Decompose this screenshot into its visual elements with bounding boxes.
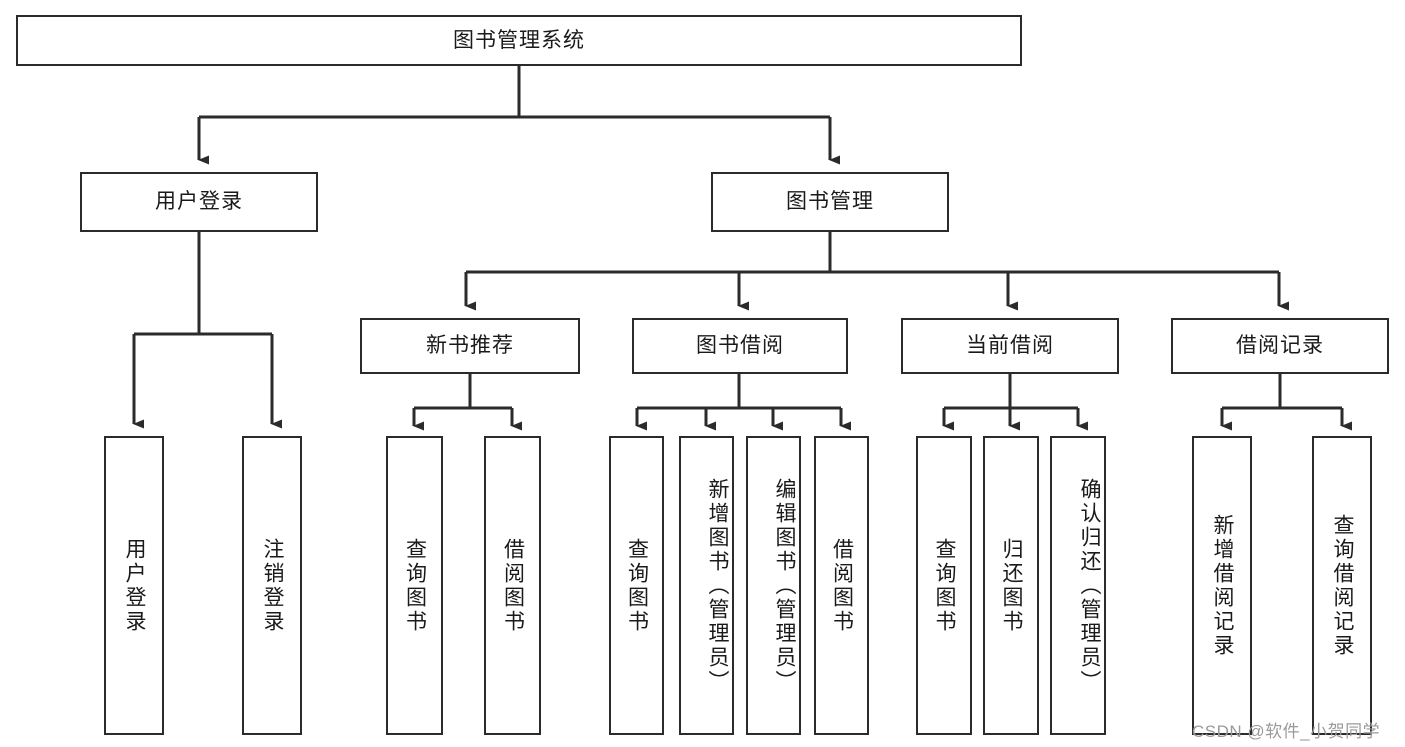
node-label: 用户登录 (123, 537, 146, 634)
node-label: 图书借阅 (696, 334, 784, 358)
node-label: 查询图书 (403, 537, 427, 634)
node-level3-1[interactable]: 图书借阅 (632, 318, 848, 374)
node-label: 查询图书 (933, 537, 956, 634)
node-leaf-12[interactable]: 查询借阅记录 (1312, 436, 1372, 735)
node-leaf-11[interactable]: 新增借阅记录 (1192, 436, 1252, 735)
node-label: 新增借阅记录 (1211, 513, 1234, 658)
node-label: 借阅记录 (1236, 334, 1324, 358)
node-label: 归还图书 (1000, 537, 1023, 634)
node-leaf-0[interactable]: 用户登录 (104, 436, 164, 735)
node-label: 当前借阅 (966, 334, 1054, 358)
node-level3-0[interactable]: 新书推荐 (360, 318, 580, 374)
node-label: 编辑图书（管理员） (773, 477, 796, 694)
node-leaf-3[interactable]: 借阅图书 (484, 436, 541, 735)
node-label: 查询图书 (625, 537, 649, 634)
node-leaf-8[interactable]: 查询图书 (916, 436, 972, 735)
node-leaf-7[interactable]: 借阅图书 (814, 436, 869, 735)
node-label: 借阅图书 (501, 537, 525, 634)
node-level3-2[interactable]: 当前借阅 (901, 318, 1119, 374)
node-label: 确认归还（管理员） (1078, 477, 1101, 694)
node-label: 图书管理系统 (453, 28, 585, 52)
watermark: CSDN @软件_小贺同学 (1192, 722, 1381, 741)
node-label: 用户登录 (155, 190, 243, 214)
node-label: 注销登录 (261, 537, 284, 634)
node-label: 新书推荐 (426, 334, 514, 358)
node-leaf-2[interactable]: 查询图书 (386, 436, 443, 735)
node-leaf-5[interactable]: 新增图书（管理员） (679, 436, 734, 735)
node-leaf-6[interactable]: 编辑图书（管理员） (746, 436, 801, 735)
node-level2-1[interactable]: 图书管理 (711, 172, 949, 232)
node-level2-0[interactable]: 用户登录 (80, 172, 318, 232)
node-leaf-10[interactable]: 确认归还（管理员） (1050, 436, 1106, 735)
node-level3-3[interactable]: 借阅记录 (1171, 318, 1389, 374)
node-root-图书管理系统[interactable]: 图书管理系统 (16, 15, 1022, 66)
node-label: 新增图书（管理员） (706, 477, 729, 694)
node-leaf-4[interactable]: 查询图书 (609, 436, 664, 735)
node-label: 查询借阅记录 (1331, 513, 1354, 658)
node-label: 图书管理 (786, 190, 874, 214)
node-leaf-1[interactable]: 注销登录 (242, 436, 302, 735)
node-label: 借阅图书 (830, 537, 854, 634)
node-leaf-9[interactable]: 归还图书 (983, 436, 1039, 735)
